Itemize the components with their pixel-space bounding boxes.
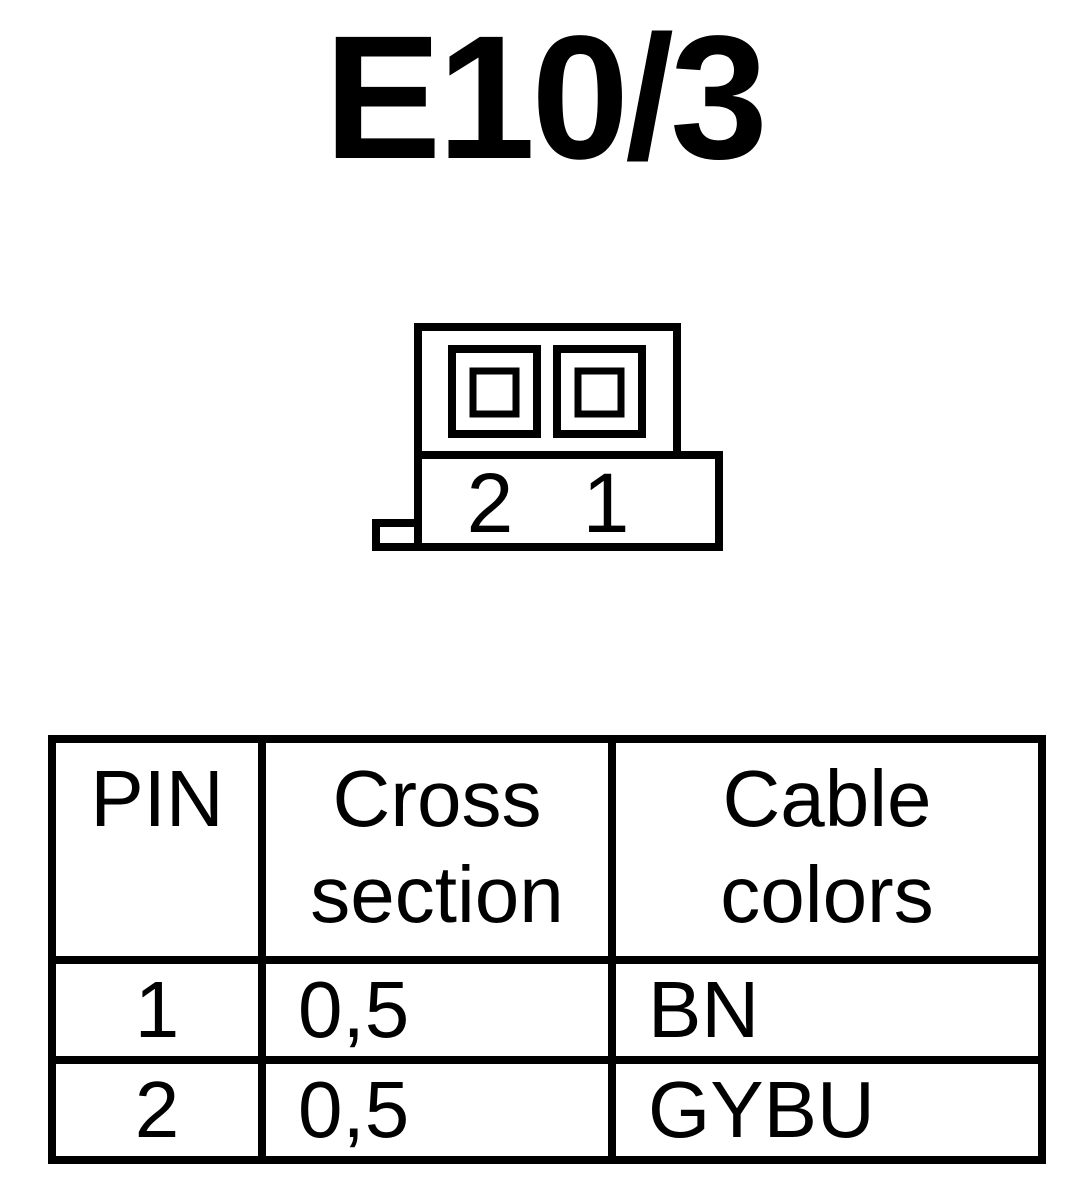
cross-section-cell: 0,5 [258,956,616,1064]
connector-body [414,451,723,551]
cable-color-cell: GYBU [608,1056,1046,1164]
pin-cell: 2 [48,1056,266,1164]
table-row: 1 0,5 BN [48,956,1046,1064]
pin-assignment-table: PIN Cross section Cable colors 1 0,5 BN … [48,735,1046,1164]
table-header-row: PIN Cross section Cable colors [48,735,1046,964]
header-cross-section-line2: section [310,850,564,939]
pin-number-label: 2 [467,456,514,550]
connector-title: E10/3 [324,0,768,196]
pin-number-label: 1 [583,456,630,550]
cross-section-cell: 0,5 [258,1056,616,1164]
header-cross-section: Cross section [258,735,616,964]
header-pin-label: PIN [90,754,224,843]
cable-color-cell: BN [608,956,1046,1064]
pin-socket-1 [553,345,646,438]
pin-socket-2 [448,345,541,438]
header-cross-section-line1: Cross [332,754,542,843]
header-cable-colors-line2: colors [720,850,934,939]
pin-cell: 1 [48,956,266,1064]
header-cable-colors: Cable colors [608,735,1046,964]
table-row: 2 0,5 GYBU [48,1056,1046,1164]
connector-latch [372,519,422,551]
connector-diagram: 2 1 [372,323,723,551]
header-pin: PIN [48,735,266,964]
header-cable-colors-line1: Cable [722,754,932,843]
